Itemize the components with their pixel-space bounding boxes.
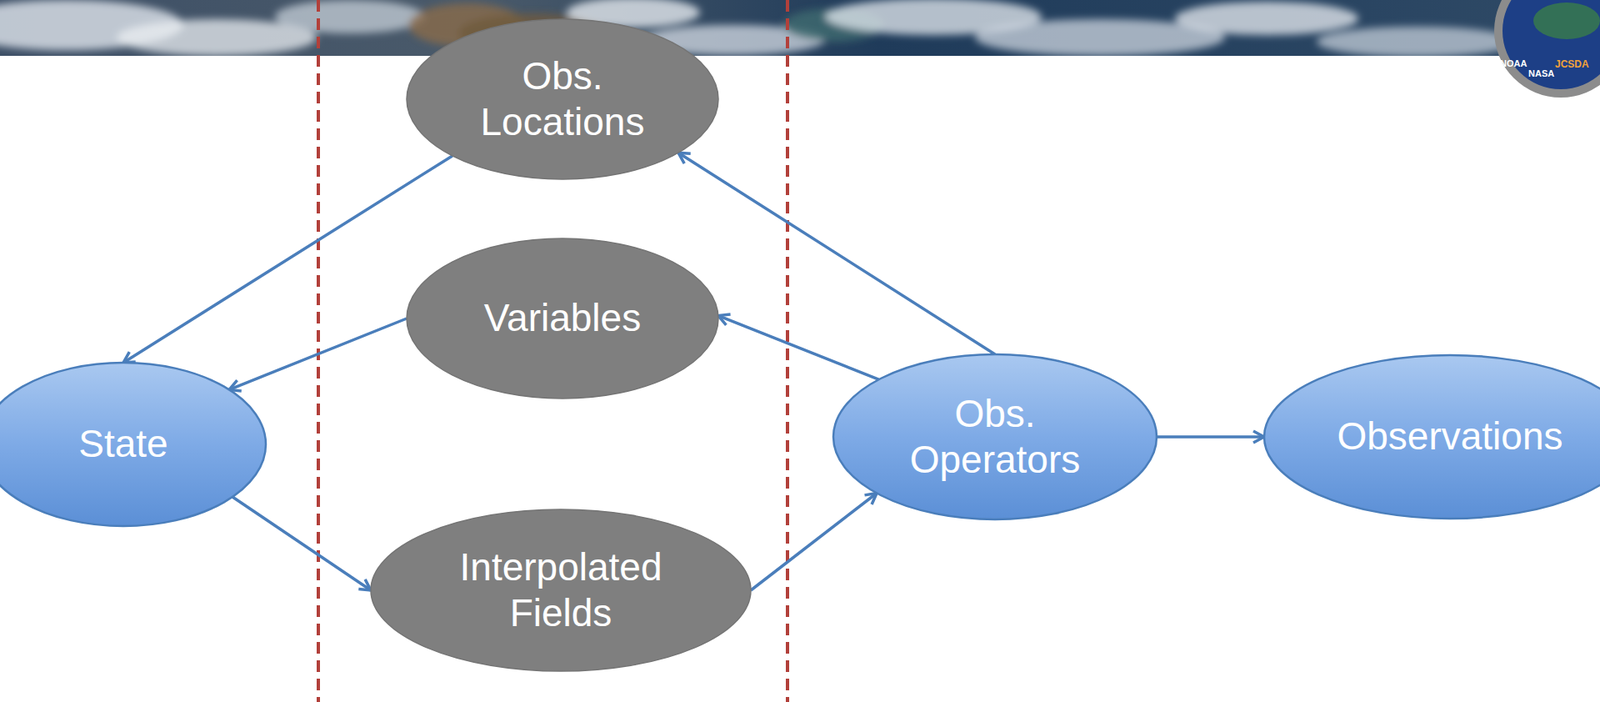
- ellipse-shape: [833, 354, 1157, 520]
- node-label: Observations: [1336, 413, 1563, 460]
- flow-arrow: [232, 496, 371, 590]
- component-ellipse: State: [0, 360, 268, 528]
- interface-ellipse: Variables: [405, 236, 720, 400]
- interface-ellipse: Interpolated Fields: [369, 507, 753, 673]
- satellite-banner: [0, 0, 1600, 56]
- node-text-group: Variables: [484, 295, 641, 341]
- logo-text: NOAA: [1500, 58, 1527, 69]
- flow-arrow: [1156, 435, 1265, 439]
- ellipse-shape: [406, 238, 719, 399]
- logo-face: [1502, 0, 1600, 90]
- flow-arrow: [750, 493, 877, 591]
- flow-arrow: [123, 155, 453, 363]
- logo-text: JCSDA: [1555, 58, 1590, 70]
- divider-line: [316, 0, 320, 702]
- ellipse-outline: [831, 352, 1159, 521]
- interface-ellipse: Obs. Locations: [405, 17, 720, 181]
- ellipse-shape: [0, 362, 266, 526]
- banner-ground: [0, 0, 1600, 56]
- flow-arrow: [678, 152, 995, 355]
- node-label: Obs. Locations: [462, 53, 663, 145]
- node-text-group: Obs. Locations: [462, 53, 663, 145]
- ellipse-shape: [370, 509, 751, 671]
- node-label: Interpolated Fields: [440, 544, 682, 636]
- node-label: Obs. Operators: [895, 390, 1095, 483]
- ellipse-shape: [1264, 355, 1600, 519]
- node-text-group: Observations: [1336, 413, 1563, 460]
- node-text-group: Interpolated Fields: [440, 544, 682, 636]
- logo-globe: [1533, 2, 1600, 40]
- node-label: Variables: [484, 295, 641, 341]
- component-ellipse: Obs. Operators: [831, 352, 1159, 521]
- logo-text: NASA: [1528, 68, 1555, 79]
- flow-arrow: [718, 315, 880, 380]
- logo-seal: [1494, 0, 1600, 98]
- flow-arrow: [229, 318, 407, 390]
- ellipse-outline: [405, 17, 720, 181]
- component-ellipse: Observations: [1262, 353, 1600, 520]
- divider-line: [785, 0, 790, 702]
- ellipse-shape: [406, 19, 719, 180]
- node-label: State: [78, 420, 168, 467]
- node-text-group: State: [78, 420, 168, 467]
- logo-rim: [1494, 0, 1600, 98]
- cloud-cover: [0, 0, 1517, 56]
- node-text-group: Obs. Operators: [895, 390, 1095, 483]
- ellipse-outline: [369, 507, 753, 673]
